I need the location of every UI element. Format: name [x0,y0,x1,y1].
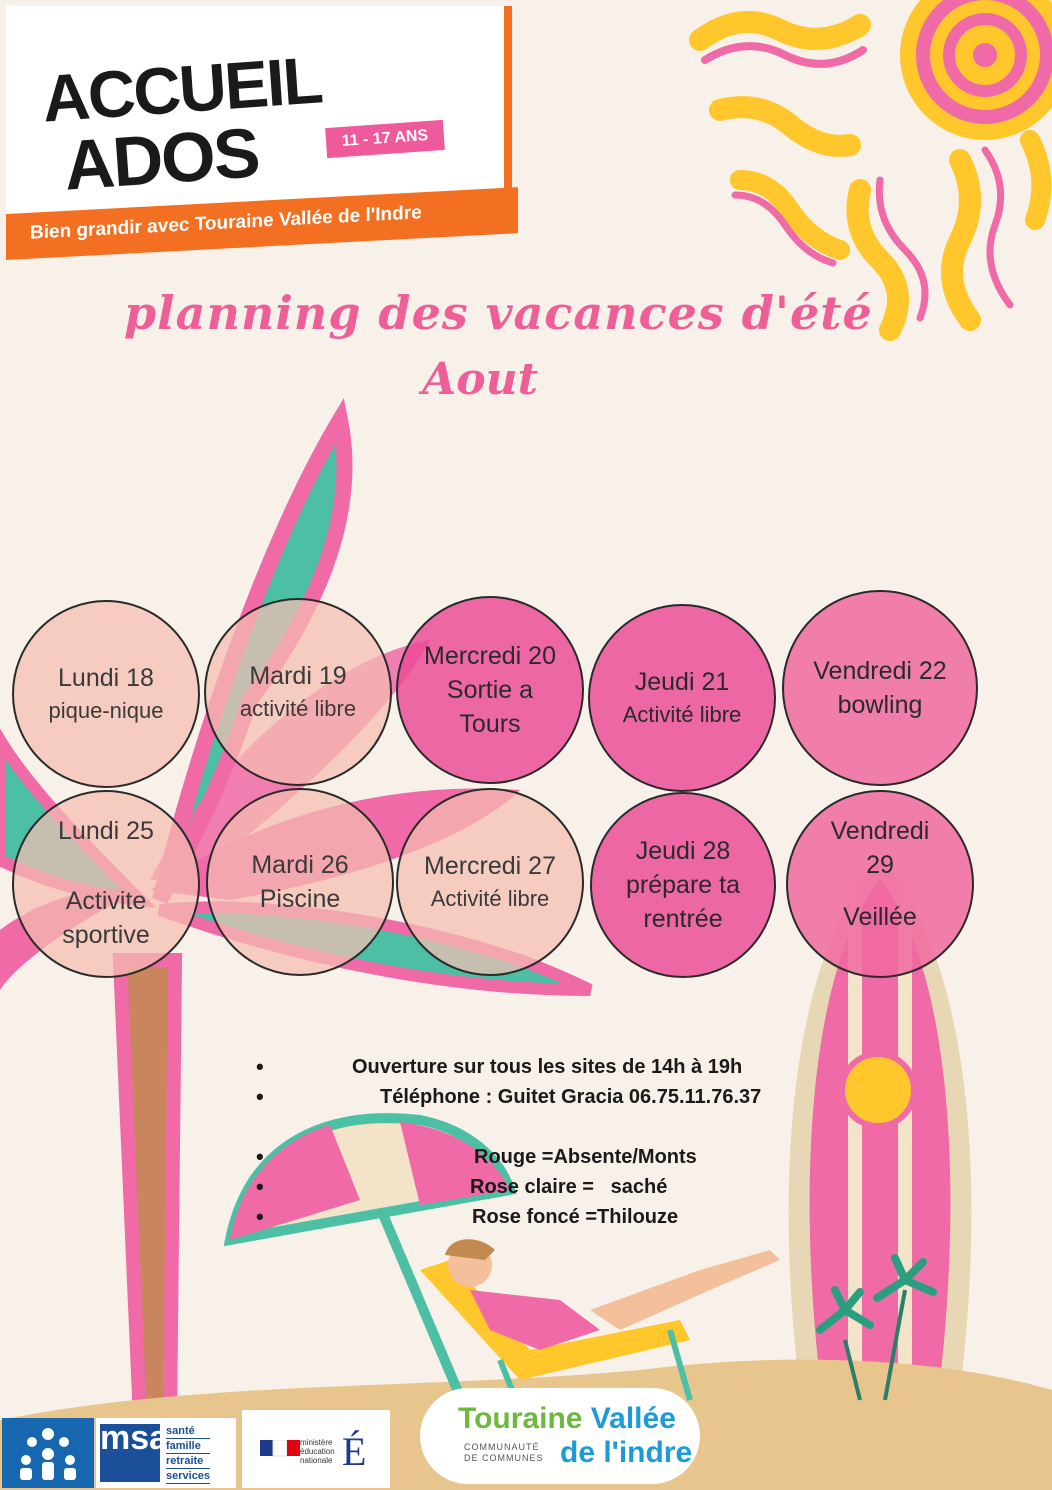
day-activity: Activite sportive [62,887,150,949]
ministry-logo: ministère éducation nationale É [242,1410,390,1488]
day-activity: Veillée [843,903,917,931]
sunbather-icon [420,1239,780,1412]
info-list: • Ouverture sur tous les sites de 14h à … [250,1052,850,1232]
msa-logo: msa santé famille retraite services [96,1418,236,1488]
day-activity: prépare ta rentrée [626,871,740,933]
msa-mark: msa [100,1421,168,1482]
day-activity: Piscine [259,885,341,913]
sun-icon [689,0,1052,341]
day-activity: Sortie a Tours [446,676,534,738]
ministry-text: ministère éducation nationale [300,1438,335,1465]
msa-text: santé famille retraite services [166,1425,211,1484]
tvi-place: de l'indre [560,1436,693,1469]
tvi-subtitle: COMMUNAUTÉ DE COMMUNES [464,1442,544,1463]
list-item: • Rose foncé =Thilouze [250,1202,850,1232]
list-item: • Rose claire = saché [250,1172,850,1202]
day-label: Lundi 25 [58,817,154,845]
bullet-icon: • [256,1084,264,1109]
list-item: • Ouverture sur tous les sites de 14h à … [250,1052,850,1082]
small-palm-icon [816,1254,937,1401]
caf-logo [2,1418,94,1488]
bullet-icon: • [256,1054,264,1079]
day-label: Vendredi 22 [813,657,947,685]
legend-light-pink: Rose claire = saché [470,1176,668,1198]
family-icon [20,1428,76,1480]
day-activity: pique-nique [48,698,164,723]
french-flag-icon [260,1440,300,1457]
day-circle-thursday-21: Jeudi 21 Activité libre [588,604,776,792]
day-activity: bowling [837,691,923,719]
day-circle-tuesday-19: Mardi 19 activité libre [204,598,392,786]
day-circle-monday-25: Lundi 25 Activite sportive [12,790,200,978]
legend-red: Rouge =Absente/Monts [474,1146,697,1168]
day-circle-friday-22: Vendredi 22 bowling [782,590,978,786]
opening-hours: Ouverture sur tous les sites de 14h à 19… [352,1056,743,1078]
day-activity: Activité libre [622,702,742,727]
day-circle-monday-18: Lundi 18 pique-nique [12,600,200,788]
day-label: Jeudi 21 [634,668,730,696]
page-subtitle: Aout [422,354,538,405]
day-label: Mercredi 27 [424,852,556,880]
bullet-icon: • [256,1174,264,1199]
beach-umbrella-icon [223,1113,517,1422]
day-activity: activité libre [239,696,357,721]
day-label: Lundi 18 [58,664,154,692]
day-circle-friday-29: Vendredi 29 Veillée [786,790,974,978]
ministry-mark: É [342,1429,367,1474]
phone-contact: Téléphone : Guitet Gracia 06.75.11.76.37 [380,1086,762,1108]
list-item: • Téléphone : Guitet Gracia 06.75.11.76.… [250,1082,850,1112]
day-activity: Activité libre [430,886,550,911]
day-circle-wednesday-20: Mercredi 20 Sortie a Tours [396,596,584,784]
bullet-icon: • [256,1204,264,1229]
day-circle-tuesday-26: Mardi 26 Piscine [206,788,394,976]
day-label: Jeudi 28 [635,837,731,865]
day-label: Mardi 19 [249,662,347,690]
logo-word-bottom: ADOS [61,113,261,205]
day-label: Mercredi 20 [424,642,556,670]
legend-dark-pink: Rose foncé =Thilouze [472,1206,679,1228]
day-circle-thursday-28: Jeudi 28 prépare ta rentrée [590,792,776,978]
day-circle-wednesday-27: Mercredi 27 Activité libre [396,788,584,976]
surfboard-icon [788,860,972,1390]
tvi-title: Touraine Vallée [458,1402,676,1435]
touraine-vallee-indre-logo: Touraine Vallée COMMUNAUTÉ DE COMMUNES d… [420,1388,700,1484]
page-title: planning des vacances d'été [124,286,873,340]
list-item: • Rouge =Absente/Monts [250,1142,850,1172]
bullet-icon: • [256,1144,264,1169]
day-label: Mardi 26 [251,851,349,879]
day-label: Vendredi 29 [830,817,930,879]
